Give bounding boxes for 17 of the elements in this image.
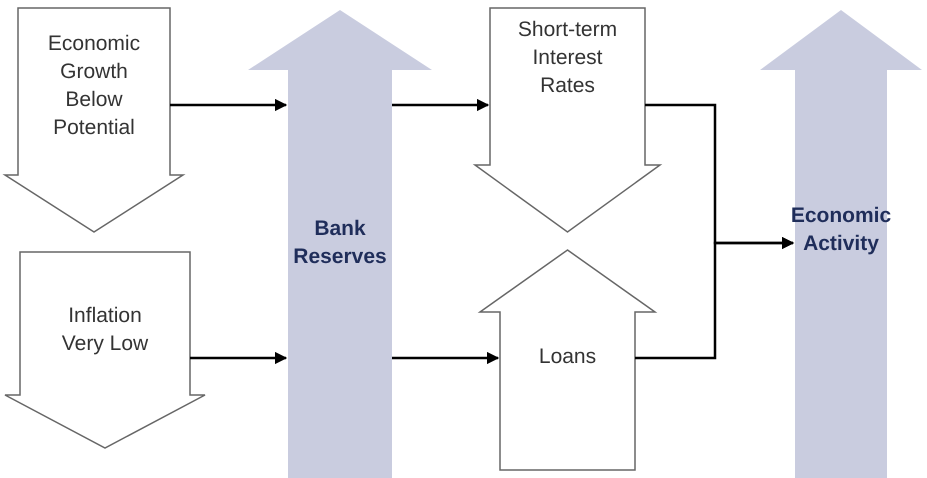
node-label: Inflation Very Low	[60, 303, 150, 357]
arrow	[392, 352, 500, 364]
arrow	[190, 352, 288, 364]
up-arrow-shape	[760, 10, 922, 478]
up-arrow-shape	[248, 10, 432, 478]
down-arrow-shape	[5, 252, 205, 448]
arrow	[170, 98, 288, 112]
node-label: Loans	[538, 344, 598, 370]
node-label: Economic Activity	[790, 203, 892, 257]
up-arrow-shape	[480, 250, 655, 470]
arrow	[392, 98, 490, 112]
node-label: Short-term Interest Rates	[516, 17, 618, 99]
node-label: Bank Reserves	[292, 216, 388, 270]
node-label: Economic Growth Below Potential	[46, 31, 142, 141]
down-arrow-shape	[475, 8, 660, 232]
arrow	[635, 236, 794, 360]
down-arrow-shape	[5, 8, 183, 232]
